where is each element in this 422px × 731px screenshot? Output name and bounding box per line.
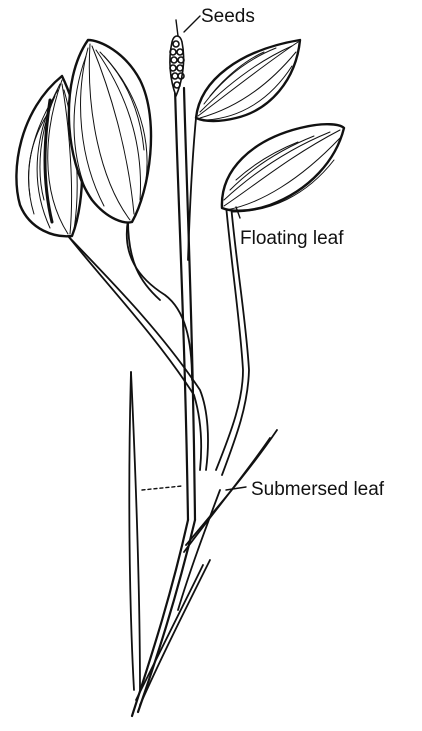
submersed-leaf-leader (142, 486, 182, 490)
floating-leaf-4 (222, 124, 344, 212)
seeds-label: Seeds (201, 7, 255, 26)
submersed-leaf-label: Submersed leaf (251, 480, 384, 499)
seed-spike (170, 20, 184, 96)
seeds-leader (184, 16, 200, 32)
floating-leaf-3 (196, 40, 300, 121)
floating-leaf-label: Floating leaf (240, 229, 344, 248)
